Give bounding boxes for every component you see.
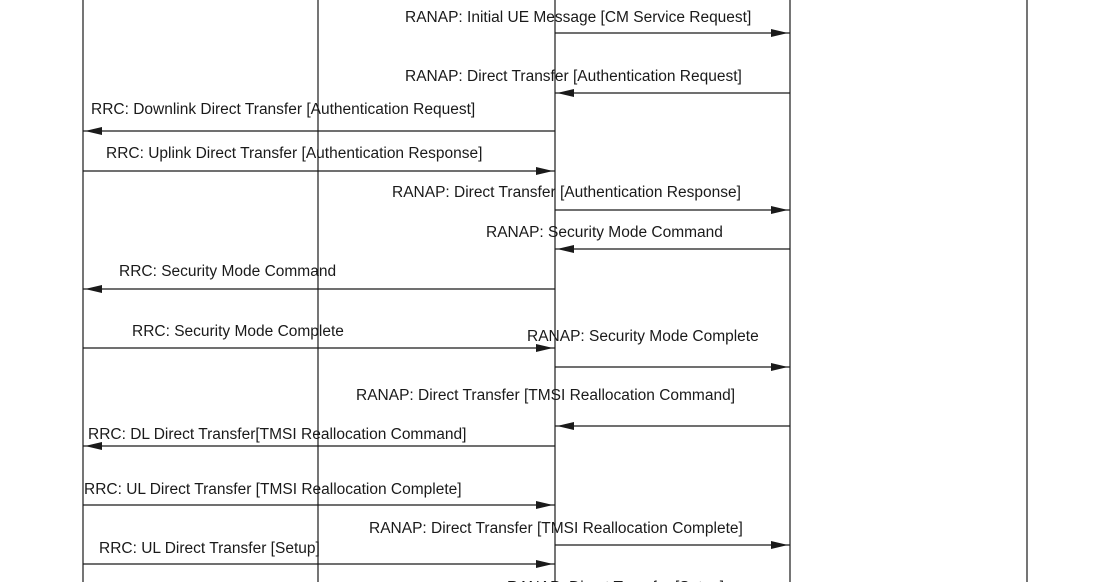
arrowhead — [85, 127, 102, 135]
message-2: RANAP: Direct Transfer [Authentication R… — [405, 68, 790, 97]
message-label: RANAP: Security Mode Complete — [527, 328, 759, 345]
message-label: RANAP: Initial UE Message [CM Service Re… — [405, 9, 751, 26]
message-12: RRC: UL Direct Transfer [TMSI Reallocati… — [83, 481, 555, 509]
arrowhead — [771, 541, 788, 549]
message-5: RANAP: Direct Transfer [Authentication R… — [392, 184, 790, 214]
message-3: RRC: Downlink Direct Transfer [Authentic… — [83, 101, 555, 135]
message-label: RANAP: Direct Transfer [Authentication R… — [392, 184, 741, 201]
message-14: RRC: UL Direct Transfer [Setup] — [83, 540, 555, 568]
message-13: RANAP: Direct Transfer [TMSI Reallocatio… — [369, 520, 790, 549]
arrowhead — [85, 442, 102, 450]
message-8: RRC: Security Mode Complete — [83, 323, 555, 352]
message-label: RRC: Security Mode Command — [119, 263, 336, 280]
message-label: RRC: Security Mode Complete — [132, 323, 344, 340]
message-label: RRC: DL Direct Transfer[TMSI Reallocatio… — [88, 426, 466, 443]
arrowhead — [557, 422, 574, 430]
message-6: RANAP: Security Mode Command — [486, 224, 790, 253]
message-label: RANAP: Direct Transfer [Setup] — [507, 579, 724, 582]
message-label: RRC: UL Direct Transfer [TMSI Reallocati… — [84, 481, 462, 498]
arrowhead — [771, 29, 788, 37]
message-1: RANAP: Initial UE Message [CM Service Re… — [405, 9, 790, 37]
arrowhead — [771, 363, 788, 371]
arrowhead — [557, 89, 574, 97]
message-label: RRC: UL Direct Transfer [Setup] — [99, 540, 320, 557]
message-label: RANAP: Direct Transfer [Authentication R… — [405, 68, 742, 85]
message-10: RANAP: Direct Transfer [TMSI Reallocatio… — [356, 387, 790, 430]
arrowhead — [536, 167, 553, 175]
message-label: RRC: Uplink Direct Transfer [Authenticat… — [106, 145, 482, 162]
message-label: RANAP: Direct Transfer [TMSI Reallocatio… — [369, 520, 743, 537]
arrowhead — [536, 501, 553, 509]
message-label: RANAP: Direct Transfer [TMSI Reallocatio… — [356, 387, 735, 404]
arrowhead — [536, 344, 553, 352]
arrowhead — [557, 245, 574, 253]
message-9: RANAP: Security Mode Complete — [527, 328, 790, 371]
arrowhead — [85, 285, 102, 293]
arrowhead — [536, 560, 553, 568]
message-label: RANAP: Security Mode Command — [486, 224, 723, 241]
arrowhead — [771, 206, 788, 214]
message-11: RRC: DL Direct Transfer[TMSI Reallocatio… — [83, 426, 555, 450]
message-4: RRC: Uplink Direct Transfer [Authenticat… — [83, 145, 555, 175]
message-label: RRC: Downlink Direct Transfer [Authentic… — [91, 101, 475, 118]
message-7: RRC: Security Mode Command — [83, 263, 555, 293]
message-15: RANAP: Direct Transfer [Setup] — [507, 579, 724, 582]
